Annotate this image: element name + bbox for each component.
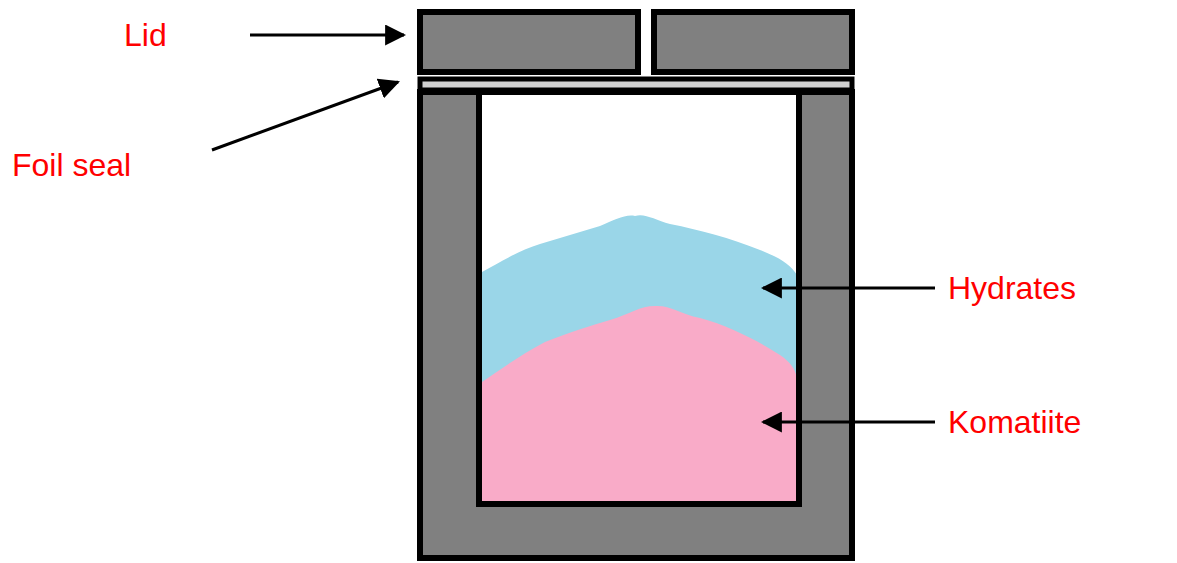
leader-arrow (763, 421, 935, 424)
foil-seal (420, 79, 852, 90)
lid-left (420, 12, 638, 72)
part-label: Foil seal (12, 147, 131, 184)
part-label: Hydrates (948, 270, 1076, 307)
leader-arrow (250, 34, 404, 37)
container-body (420, 92, 852, 558)
cavity-outline (479, 92, 799, 504)
container-cavity (479, 92, 799, 504)
part-label: Lid (124, 17, 167, 54)
part-label: Komatiite (948, 404, 1081, 441)
leader-arrow (212, 82, 398, 150)
komatiite-layer (482, 306, 797, 501)
leader-arrow (763, 287, 935, 290)
hydrates-layer (482, 215, 797, 501)
lid-right (654, 12, 852, 72)
